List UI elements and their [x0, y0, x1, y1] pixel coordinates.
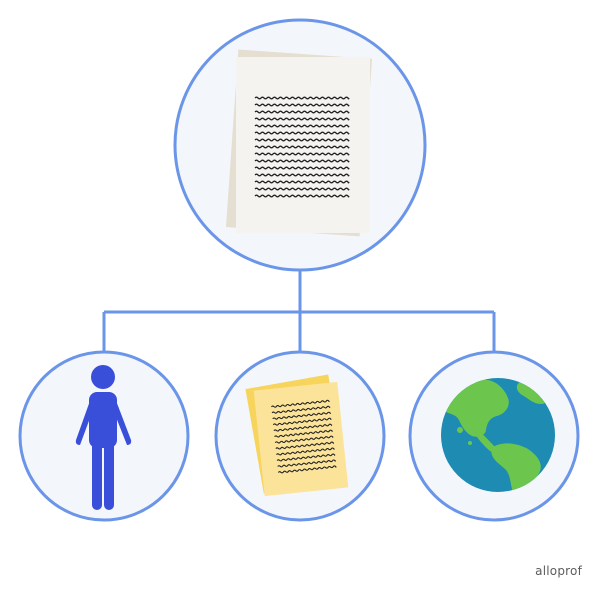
text-line — [274, 435, 334, 444]
text-line — [272, 417, 332, 426]
child-node-notes — [214, 350, 386, 522]
text-line — [254, 159, 350, 163]
child-node-earth — [408, 350, 580, 522]
text-line — [254, 173, 350, 177]
text-line — [272, 411, 331, 420]
text-line — [254, 103, 350, 107]
document-stack-icon — [225, 49, 373, 237]
connector-lines — [102, 270, 496, 352]
text-line — [254, 138, 350, 142]
yellow-notes-icon — [245, 374, 349, 497]
text-line — [277, 465, 337, 474]
text-line — [254, 117, 350, 121]
text-line — [275, 441, 335, 450]
text-line — [274, 429, 333, 438]
text-line — [273, 423, 333, 432]
text-line — [254, 131, 350, 135]
text-line — [254, 145, 350, 149]
root-node — [173, 18, 427, 272]
text-line — [276, 447, 335, 456]
text-line — [254, 187, 350, 191]
brand-logo: alloprof — [535, 564, 582, 578]
text-line — [254, 194, 350, 198]
text-squiggles — [254, 96, 350, 198]
text-line — [254, 152, 350, 156]
text-line — [254, 96, 350, 100]
text-line — [254, 166, 350, 170]
text-line — [254, 124, 350, 128]
text-line — [254, 180, 350, 184]
text-line — [271, 399, 330, 408]
text-line — [254, 110, 350, 114]
text-line — [271, 405, 331, 414]
person-icon — [75, 365, 132, 510]
text-line — [276, 453, 336, 462]
child-node-person — [18, 350, 190, 522]
text-squiggles — [271, 399, 337, 474]
text-line — [277, 459, 336, 468]
